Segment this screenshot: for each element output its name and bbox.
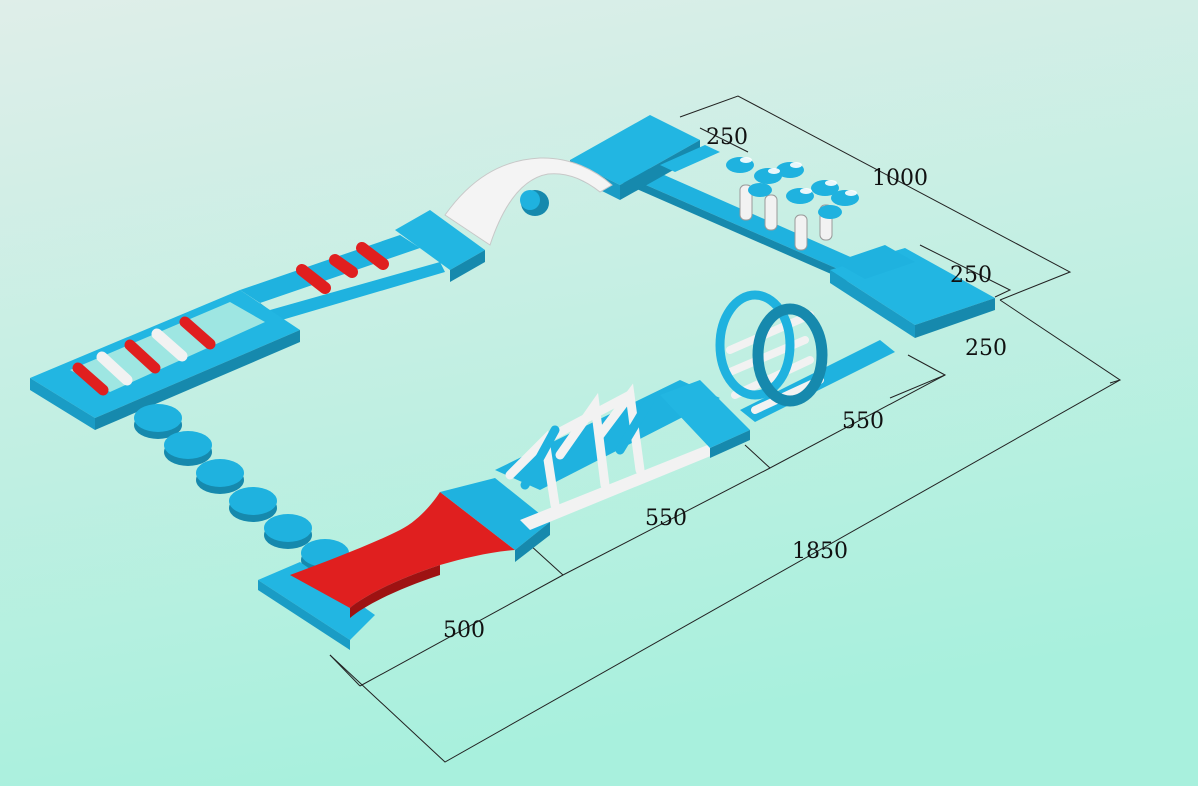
hurdle-frames [495, 380, 750, 530]
stepping-discs [134, 404, 349, 574]
dim-label-250-mid: 250 [950, 263, 992, 288]
dimension-lines [329, 95, 1122, 763]
dim-label-250-right: 250 [965, 336, 1007, 361]
dim-label-1850: 1850 [792, 539, 848, 564]
dim-label-550-upper: 550 [842, 409, 884, 434]
dim-label-500: 500 [443, 618, 485, 643]
dim-label-550-lower: 550 [645, 506, 687, 531]
dim-label-1000: 1000 [872, 166, 928, 191]
climbing-pillars [726, 157, 859, 251]
roller-cylinders [296, 242, 389, 294]
ramp-slide [444, 157, 613, 246]
dimension-labels: 250 1000 250 250 550 550 1850 500 [443, 125, 1007, 643]
ladder [72, 316, 216, 396]
bottom-start-section [258, 478, 550, 650]
dim-label-250-top: 250 [706, 125, 748, 150]
spinning-wheel [715, 290, 895, 422]
